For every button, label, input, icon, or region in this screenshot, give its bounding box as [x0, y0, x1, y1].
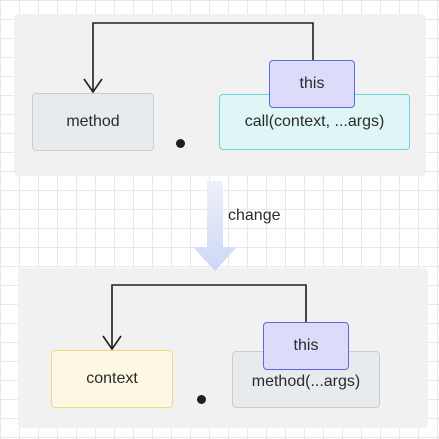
- context-box: context: [51, 350, 173, 408]
- change-arrow: [193, 181, 237, 271]
- this-label-top: this: [299, 75, 325, 92]
- context-label: context: [86, 370, 138, 387]
- change-label: change: [228, 207, 281, 224]
- this-box-top: this: [269, 60, 355, 108]
- method-args-label: method(...args): [251, 373, 361, 390]
- method-label: method: [66, 113, 120, 130]
- dot-operator-top: [176, 139, 185, 148]
- dot-operator-bottom: [197, 395, 206, 404]
- this-label-bottom: this: [293, 337, 319, 354]
- method-box: method: [32, 93, 154, 151]
- call-label: call(context, ...args): [244, 113, 385, 130]
- this-box-bottom: this: [263, 322, 349, 370]
